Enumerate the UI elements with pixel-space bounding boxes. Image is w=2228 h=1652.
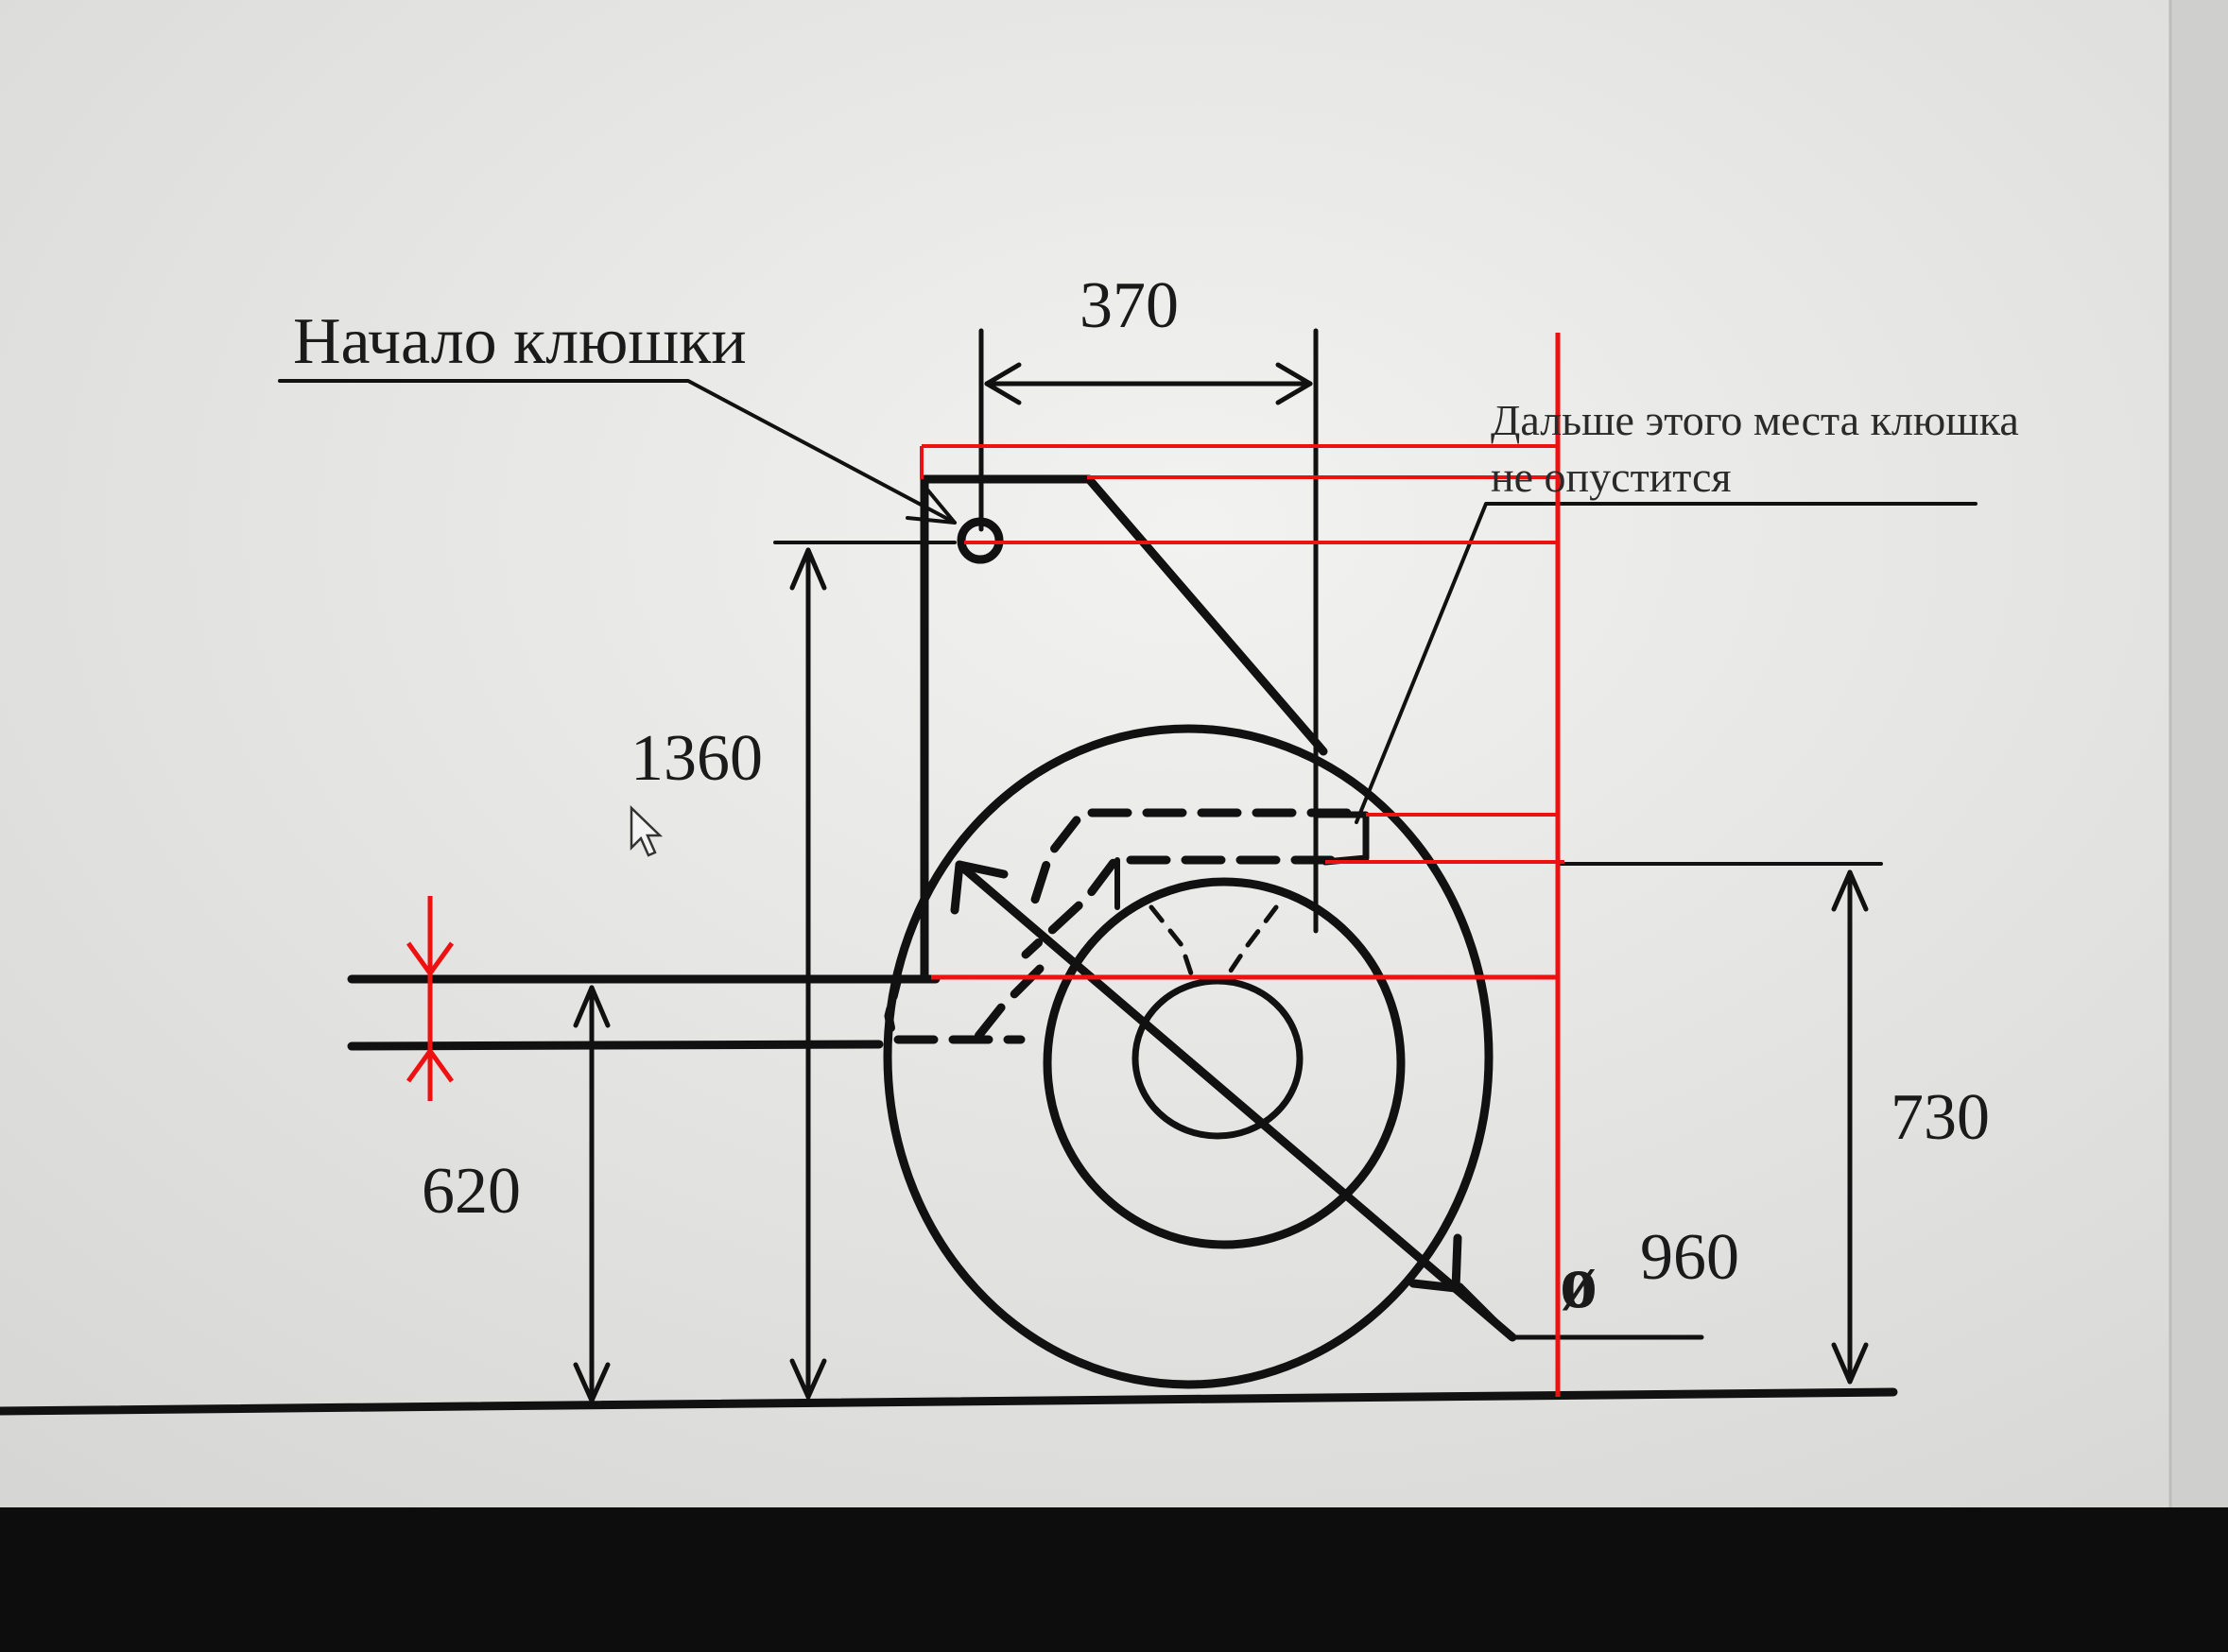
hidden-contour-2 [1021,855,1336,959]
dim-370-arrow-left [984,362,1022,405]
hidden-contour-3 [971,964,1045,1044]
mouse-cursor-icon [630,805,664,857]
dim-730-arrow-bottom [1831,1342,1869,1385]
red-arrow-bottom [406,1046,455,1083]
dim-620-arrow-bottom [573,1362,611,1403]
dim-730-label: 730 [1891,1081,1990,1154]
middle-wheel-ring [1043,877,1406,1249]
screen-right-edge [2170,0,2228,1507]
dim-370-label: 370 [1079,269,1179,342]
diameter-arrow-top [950,860,1009,915]
hidden-contour-1 [1030,808,1352,904]
hidden-contour-6 [1149,904,1194,976]
title-leader-arrow [906,482,957,525]
dim-730-arrow-top [1831,869,1869,912]
ground-line [0,1387,1898,1416]
screen-area [0,0,2170,1507]
bar-lower [347,1040,884,1051]
dim-620-arrow-top [573,985,611,1028]
title-stick-start: Начало клюшки [293,305,747,378]
diameter-arrow-bottom [1408,1233,1462,1293]
hidden-contour-5 [884,973,903,1044]
outer-wheel [883,724,1494,1389]
red-arrow-top [406,941,455,978]
technical-drawing [0,328,1978,1416]
dim-1360-arrow-bottom [789,1358,827,1400]
dim-960-label: 960 [1640,1221,1739,1294]
dim-370-arrow-right [1275,362,1313,405]
monitor-bezel [0,1507,2228,1652]
note-line-2: не опустится [1491,453,1732,501]
note-line-1: Дальше этого места клюшка [1491,396,2019,444]
diameter-line [955,860,1517,1342]
diameter-leader [1458,1282,1704,1340]
red-markup [406,333,1564,1397]
dim-620-label: 620 [422,1155,521,1228]
dim-1360-label: 1360 [630,722,763,795]
body-outline [920,474,1328,984]
title-leader [278,379,957,525]
diameter-symbol: ø [1560,1241,1598,1324]
dim-1360-arrow-top [789,547,827,591]
hub-circle [1131,977,1304,1140]
note-leader [1355,502,1978,824]
hidden-contour-7 [1226,904,1279,976]
